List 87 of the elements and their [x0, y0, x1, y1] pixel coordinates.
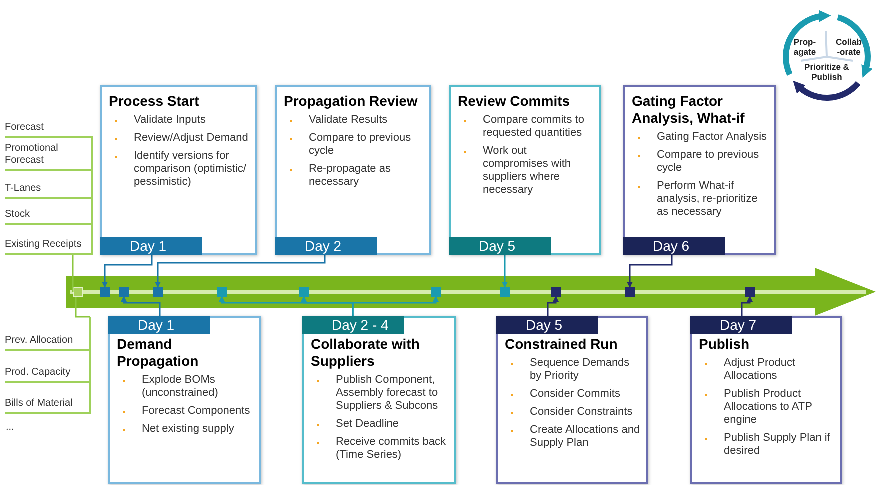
step-card	[623, 85, 776, 255]
milestone-marker	[500, 287, 510, 297]
connector-line	[547, 296, 559, 316]
milestone-marker	[431, 287, 441, 297]
day-tab: Day 2	[275, 237, 377, 255]
cycle-step-text: Prop- agate	[788, 36, 822, 58]
milestone-marker	[625, 287, 635, 297]
bullet-text: Perform What-if analysis, re-prioritize as necessary	[657, 180, 759, 219]
milestone-marker	[119, 287, 129, 297]
bullet-text: Compare commits to requested quantities	[483, 114, 586, 140]
card-heading: Review Commits	[458, 93, 572, 110]
bullet-text: Validate Inputs	[134, 114, 206, 127]
cycle-step-text: Collab -orate	[830, 36, 868, 58]
card-heading: Demand Propagation	[117, 336, 200, 370]
input-item: Forecast	[5, 120, 93, 138]
day-tab: Day 1	[100, 237, 202, 255]
bullet-text: Gating Factor Analysis	[657, 131, 768, 144]
bullet-text: Create Allocations and Supply Plan	[530, 424, 642, 450]
cycle-arrow	[792, 81, 861, 101]
day-tab: Day 7	[690, 316, 792, 334]
bullet-text: Publish Supply Plan if desired	[724, 432, 832, 458]
milestone-marker	[217, 287, 227, 297]
input-item: Existing Receipts	[5, 225, 93, 255]
bullet-text: Adjust Product Allocations	[724, 357, 797, 383]
bullet-text: Consider Constraints	[530, 406, 633, 419]
day-tab: Day 6	[623, 237, 725, 255]
milestone-marker	[153, 287, 163, 297]
milestone-marker	[745, 287, 755, 297]
connector-line	[121, 296, 161, 316]
bullet-text: Compare to previous cycle	[657, 149, 760, 175]
bullet-text: Forecast Components	[142, 405, 250, 418]
card-heading: Collaborate with Suppliers	[311, 336, 421, 370]
cycle-step-text: Prioritize & Publish	[800, 62, 854, 82]
connector-line	[72, 255, 74, 293]
step-card	[690, 316, 842, 484]
bullet-text: Consider Commits	[530, 388, 620, 401]
milestone-marker	[551, 287, 561, 297]
step-card	[275, 85, 431, 255]
connector-line	[741, 296, 753, 316]
bullet-text: Explode BOMs (unconstrained)	[142, 374, 220, 400]
step-card	[108, 316, 261, 484]
bullet-text: Net existing supply	[142, 423, 234, 436]
step-card	[302, 316, 456, 484]
connector-line	[627, 255, 673, 288]
bullet-text: Compare to previous cycle	[309, 132, 412, 158]
input-item: Prod. Capacity	[5, 351, 91, 383]
milestone-marker	[73, 287, 83, 297]
timeline-arrow	[66, 268, 876, 316]
milestone-marker	[100, 287, 110, 297]
step-card	[449, 85, 601, 255]
input-item: Promotional Forecast	[5, 138, 93, 171]
input-item: T-Lanes	[5, 171, 93, 199]
bullet-text: Identify versions for comparison (optimistic/ pessimistic)	[134, 150, 248, 189]
bullet-text: Publish Product Allocations to ATP engine	[724, 388, 814, 427]
day-tab: Day 2 - 4	[302, 316, 404, 334]
cycle-arrow	[783, 10, 832, 76]
card-heading: Gating Factor Analysis, What-if	[632, 93, 746, 127]
bullet-text: Sequence Demands by Priority	[530, 357, 631, 383]
bullet-text: Validate Results	[309, 114, 388, 127]
card-heading: Publish	[699, 336, 751, 353]
connector-line	[155, 255, 326, 288]
bullet-text: Re-propagate as necessary	[309, 163, 392, 189]
connector-line	[352, 296, 439, 316]
connector-line	[102, 255, 153, 288]
card-heading: Constrained Run	[505, 336, 619, 353]
milestone-marker	[299, 287, 309, 297]
step-card	[496, 316, 648, 484]
connector-line	[75, 297, 90, 318]
cycle-arrow	[837, 14, 873, 78]
day-tab: Day 5	[449, 237, 551, 255]
bullet-text: Receive commits back (Time Series)	[336, 436, 448, 462]
day-tab: Day 5	[496, 316, 598, 334]
bullet-text: Publish Component, Assembly forecast to Suppliers & Subcons	[336, 374, 440, 413]
bullet-text: Set Deadline	[336, 418, 399, 431]
bullet-text: Work out compromises with suppliers where necessary	[483, 145, 572, 197]
card-heading: Propagation Review	[284, 93, 419, 110]
connector-line	[502, 255, 508, 288]
input-item: Stock	[5, 199, 93, 225]
step-card	[100, 85, 257, 255]
input-item: Bills of Material	[5, 383, 91, 414]
input-list	[5, 317, 91, 414]
card-heading: Process Start	[109, 93, 200, 110]
input-list	[5, 120, 93, 255]
more-items-text: ...	[6, 421, 14, 435]
day-tab: Day 1	[108, 316, 210, 334]
input-item: Prev. Allocation	[5, 317, 91, 351]
bullet-text: Review/Adjust Demand	[134, 132, 248, 145]
